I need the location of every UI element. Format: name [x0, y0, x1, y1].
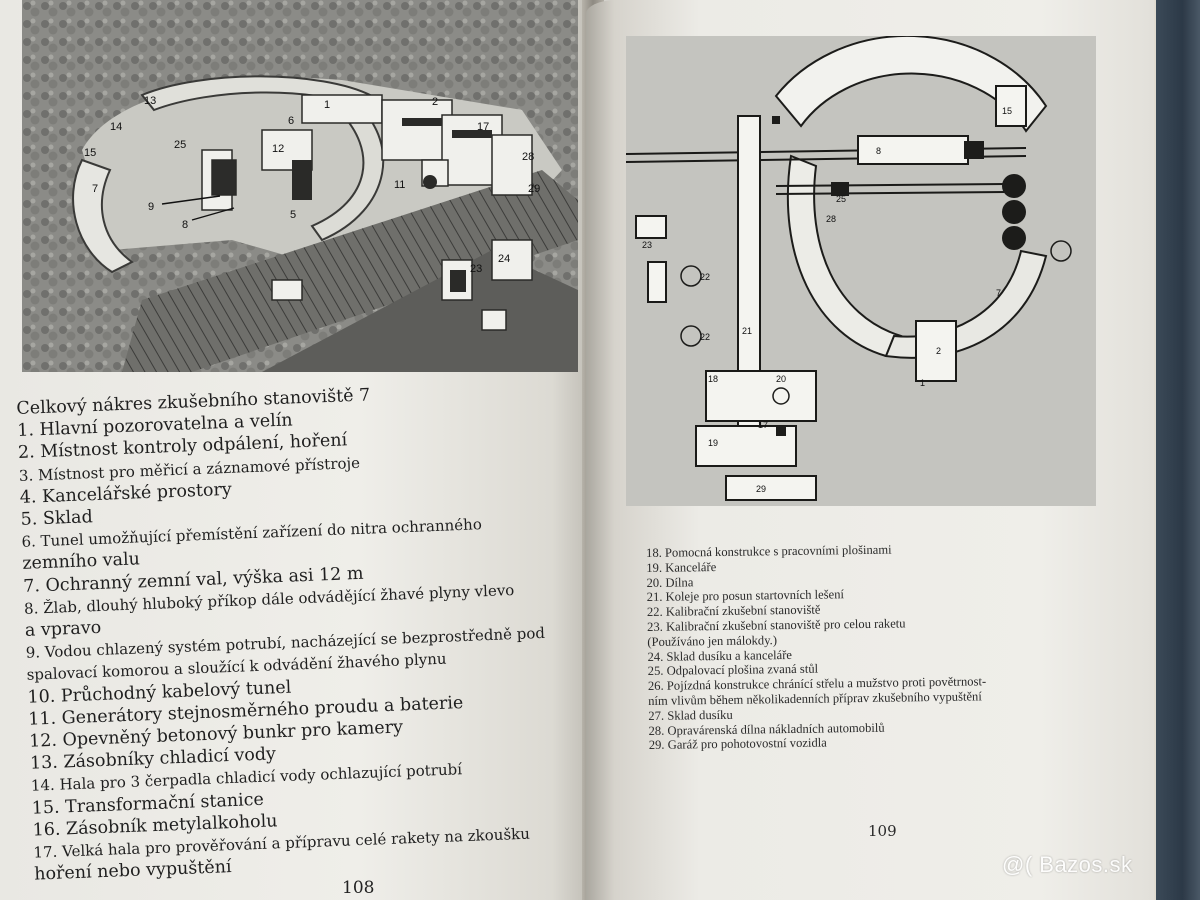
illus-label: 29 — [528, 183, 540, 195]
illus-label: 5 — [290, 209, 296, 221]
page-number: 108 — [342, 878, 375, 898]
watermark: @( Bazos.sk — [1002, 852, 1133, 877]
plan-label: 18 — [708, 374, 718, 384]
plan-label: 7 — [996, 288, 1001, 298]
illus-label: 6 — [288, 115, 294, 127]
book-cover-edge — [1156, 0, 1200, 900]
plan-drawing: 15 8 25 28 23 22 22 21 20 17 19 18 29 7 … — [626, 36, 1096, 506]
plan-label: 21 — [742, 326, 752, 336]
illus-label: 14 — [110, 121, 122, 133]
plan-label: 1 — [920, 378, 925, 388]
illus-label: 17 — [477, 121, 489, 133]
illus-label: 11 — [394, 179, 405, 191]
illus-label: 23 — [470, 263, 482, 275]
plan-label: 20 — [776, 374, 786, 384]
site-plan: 15 8 25 28 23 22 22 21 20 17 19 18 29 7 … — [626, 36, 1096, 506]
plan-label: 17 — [758, 420, 768, 430]
plan-label: 23 — [642, 240, 652, 250]
left-page: 13 14 15 25 12 6 1 2 17 9 8 7 5 11 24 23 — [0, 0, 600, 900]
illus-label: 24 — [498, 253, 510, 265]
page-number: 109 — [868, 822, 897, 840]
plan-label: 28 — [826, 214, 836, 224]
plan-label: 22 — [700, 332, 710, 342]
site-drawing: 13 14 15 25 12 6 1 2 17 9 8 7 5 11 24 23 — [22, 0, 578, 372]
illus-label: 25 — [174, 139, 186, 151]
illus-label: 7 — [92, 183, 98, 195]
legend-list-right: 18. Pomocná konstrukce s pracovními ploš… — [646, 539, 1139, 753]
plan-label: 15 — [1002, 106, 1012, 116]
site-illustration: 13 14 15 25 12 6 1 2 17 9 8 7 5 11 24 23 — [22, 0, 578, 372]
plan-label: 2 — [936, 346, 941, 356]
illus-label: 8 — [182, 219, 188, 231]
illus-label: 12 — [272, 143, 284, 155]
illus-label: 15 — [84, 147, 96, 159]
illus-label: 9 — [148, 201, 154, 213]
plan-label: 19 — [708, 438, 718, 448]
right-page: 15 8 25 28 23 22 22 21 20 17 19 18 29 7 … — [586, 0, 1154, 900]
legend-list-left: Celkový nákres zkušebního stanoviště 7 1… — [16, 376, 600, 886]
illus-label: 28 — [522, 151, 534, 163]
illus-label: 13 — [144, 95, 156, 107]
plan-label: 8 — [876, 146, 881, 156]
plan-label: 29 — [756, 484, 766, 494]
illus-label: 1 — [324, 99, 330, 111]
illus-label: 2 — [432, 96, 438, 108]
plan-label: 22 — [700, 272, 710, 282]
plan-label: 25 — [836, 194, 846, 204]
